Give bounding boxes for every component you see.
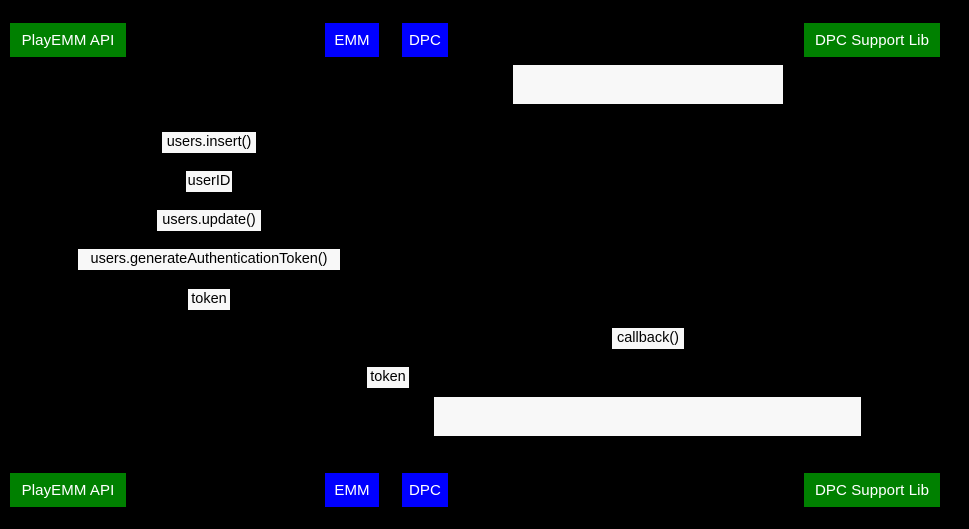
lifeline-dpc: [425, 57, 426, 473]
participant-dpc-support-lib-bottom[interactable]: DPC Support Lib: [804, 473, 940, 507]
arrow-users-insert: [68, 157, 352, 158]
message-label-token-2: token: [367, 367, 409, 388]
lifeline-dpc-support-lib: [872, 57, 873, 473]
lifeline-playemm-api: [68, 57, 69, 473]
arrow-token-2: [352, 392, 425, 393]
participant-label: DPC Support Lib: [814, 31, 930, 49]
message-label-users-update: users.update(): [157, 210, 261, 231]
arrow-ensure-working-environment: [425, 110, 872, 111]
participant-playemm-api-bottom[interactable]: PlayEMM API: [10, 473, 126, 507]
message-line-1: androidForWorkAccountSupport: [544, 105, 752, 121]
message-label-userid: userID: [186, 171, 232, 192]
arrow-users-update: [68, 235, 352, 236]
message-label-ensure-working-environment: androidForWorkAccountSupport .ensureWork…: [513, 65, 783, 178]
participant-emm-bottom[interactable]: EMM: [325, 473, 379, 507]
message-label-users-generate-authentication-token: users.generateAuthenticationToken(): [78, 249, 340, 270]
participant-label: PlayEMM API: [21, 31, 115, 49]
participant-dpc-top[interactable]: DPC: [402, 23, 448, 57]
message-label-callback: callback(): [612, 328, 684, 349]
participant-label: EMM: [334, 31, 370, 49]
participant-label: DPC: [409, 31, 441, 49]
message-label-token-1: token: [188, 289, 230, 310]
lifeline-emm: [352, 57, 353, 473]
message-label-add-android-for-work-account: androidForWorkAccountSupport .addAndroid…: [434, 397, 861, 510]
arrow-callback: [425, 353, 872, 354]
participant-dpc-support-lib-top[interactable]: DPC Support Lib: [804, 23, 940, 57]
message-label-users-insert: users.insert(): [162, 132, 256, 153]
arrow-add-android-for-work-account: [425, 441, 872, 442]
message-line-2: .addAndroidForWorkAccount(token, account…: [453, 494, 842, 510]
arrow-users-generate-authentication-token: [68, 274, 352, 275]
participant-label: DPC Support Lib: [814, 481, 930, 499]
participant-emm-top[interactable]: EMM: [325, 23, 379, 57]
arrow-userid: [68, 196, 352, 197]
message-line-1: androidForWorkAccountSupport: [544, 437, 751, 453]
participant-playemm-api-top[interactable]: PlayEMM API: [10, 23, 126, 57]
participant-dpc-bottom[interactable]: DPC: [402, 473, 448, 507]
message-line-2: .ensureWorkingEnvironment(callback): [525, 162, 771, 178]
participant-label: DPC: [409, 481, 441, 499]
participant-label: EMM: [334, 481, 370, 499]
participant-label: PlayEMM API: [21, 481, 115, 499]
arrow-token-1: [68, 314, 352, 315]
